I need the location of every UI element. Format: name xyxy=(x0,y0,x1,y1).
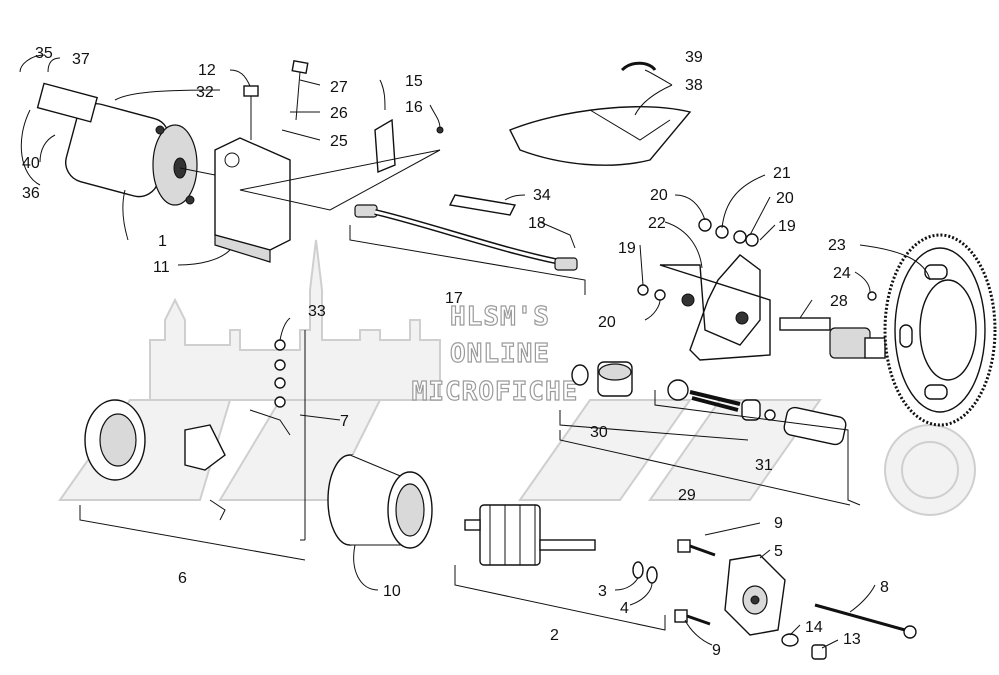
callout-11: 11 xyxy=(153,259,170,276)
brush-hardware xyxy=(249,339,291,436)
callout-7: 7 xyxy=(340,413,349,430)
callout-13: 13 xyxy=(843,631,861,648)
seat-panel xyxy=(509,61,692,166)
callout-9-bottom: 9 xyxy=(712,642,721,659)
callout-4: 4 xyxy=(620,600,629,617)
callout-29: 29 xyxy=(678,487,696,504)
callout-26: 26 xyxy=(330,105,348,122)
callout-40: 40 xyxy=(22,155,40,172)
washer-14 xyxy=(781,633,799,647)
callout-8: 8 xyxy=(880,579,889,596)
assembly-guide-line xyxy=(239,149,441,211)
callout-30: 30 xyxy=(590,424,608,441)
callout-9-top: 9 xyxy=(774,515,783,532)
callout-33: 33 xyxy=(308,303,326,320)
clamp-15 xyxy=(374,118,444,174)
leader-lines xyxy=(19,54,931,649)
callout-18: 18 xyxy=(528,215,546,232)
drive-shaft xyxy=(779,317,886,359)
callout-10: 10 xyxy=(383,583,401,600)
field-housing xyxy=(327,454,433,549)
starter-bracket xyxy=(214,137,291,263)
callout-20-right: 20 xyxy=(776,190,794,207)
callout-14: 14 xyxy=(805,619,823,636)
callout-5: 5 xyxy=(774,543,783,560)
battery-cable xyxy=(354,204,578,271)
starter-motor xyxy=(36,82,216,206)
callout-22: 22 xyxy=(648,215,666,232)
callout-35: 35 xyxy=(35,45,53,62)
washers-3-4 xyxy=(632,561,658,584)
label-plate xyxy=(448,194,517,216)
callout-19-right: 19 xyxy=(778,218,796,235)
callout-15: 15 xyxy=(405,73,423,90)
callout-36: 36 xyxy=(22,185,40,202)
watermark-text: HLSM'S ONLINE MICROFICHE xyxy=(411,301,579,407)
callout-27: 27 xyxy=(330,79,348,96)
bolt-27 xyxy=(291,60,309,121)
callout-37: 37 xyxy=(72,51,90,68)
callout-3: 3 xyxy=(598,583,607,600)
watermark-line-3: MICROFICHE xyxy=(412,377,579,407)
callout-39: 39 xyxy=(685,49,703,66)
callout-28: 28 xyxy=(830,293,848,310)
callout-16: 16 xyxy=(405,99,423,116)
callout-34: 34 xyxy=(533,187,551,204)
callout-20-bottom: 20 xyxy=(598,314,616,331)
through-bolt xyxy=(814,603,917,639)
bolt-12 xyxy=(243,85,259,140)
callout-31: 31 xyxy=(755,457,773,474)
group-brackets xyxy=(79,225,861,631)
callout-23: 23 xyxy=(828,237,846,254)
callout-1: 1 xyxy=(158,233,167,250)
callout-24: 24 xyxy=(833,265,851,282)
callout-32: 32 xyxy=(196,84,214,101)
callout-19-left: 19 xyxy=(618,240,636,257)
callout-labels: 35 37 32 12 27 26 25 15 16 40 36 1 11 34… xyxy=(22,45,889,659)
watermark-line-1: HLSM'S xyxy=(450,302,550,332)
watermark-line-2: ONLINE xyxy=(450,339,550,369)
bolt-9-upper xyxy=(677,539,716,557)
callout-17: 17 xyxy=(445,290,463,307)
brush-end-frame xyxy=(84,399,226,521)
nut-13 xyxy=(811,644,827,660)
bolt-9-lower xyxy=(674,609,711,626)
callout-21: 21 xyxy=(773,165,791,182)
callout-2: 2 xyxy=(550,627,559,644)
drive-end-frame xyxy=(724,554,786,636)
starter-pinion-bracket xyxy=(637,218,771,361)
callout-25: 25 xyxy=(330,133,348,150)
callout-12: 12 xyxy=(198,62,216,79)
armature xyxy=(464,504,596,566)
callout-6: 6 xyxy=(178,570,187,587)
callout-38: 38 xyxy=(685,77,703,94)
ring-gear xyxy=(867,233,997,427)
callout-20-top: 20 xyxy=(650,187,668,204)
